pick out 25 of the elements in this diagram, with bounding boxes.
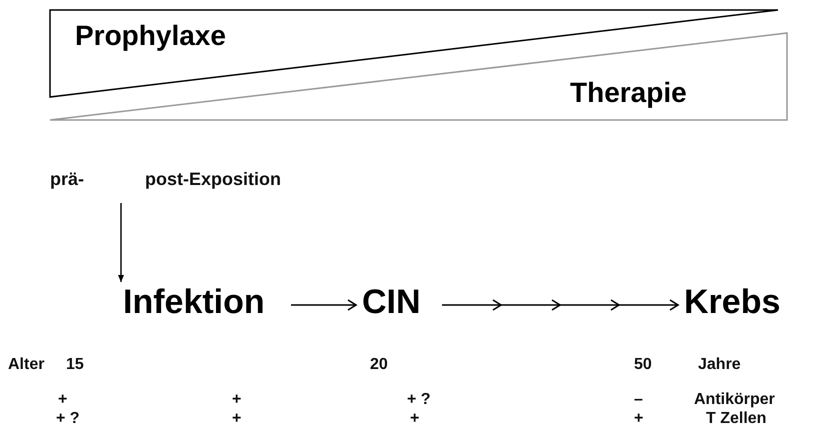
table-value: + bbox=[58, 392, 68, 408]
table-value: + bbox=[232, 392, 242, 408]
arrow bbox=[442, 299, 680, 311]
stage-label: Krebs bbox=[684, 283, 780, 322]
wedge-label: Therapie bbox=[570, 77, 687, 109]
table-value: + ? bbox=[407, 392, 431, 408]
row-heading: Alter bbox=[8, 357, 44, 373]
wedge-label: Prophylaxe bbox=[75, 20, 226, 52]
prefix-label: prä- bbox=[50, 170, 84, 188]
row-label: Antikörper bbox=[694, 392, 775, 408]
stage-label: CIN bbox=[362, 283, 421, 322]
unit-label: Jahre bbox=[698, 357, 741, 373]
table-value: + ? bbox=[56, 411, 80, 427]
row-label: T Zellen bbox=[706, 411, 766, 427]
arrow bbox=[291, 299, 357, 311]
arrow bbox=[118, 203, 124, 282]
age-value: 15 bbox=[66, 357, 84, 373]
table-value: + bbox=[634, 411, 644, 427]
stage-label: Infektion bbox=[123, 283, 265, 322]
table-value: + bbox=[232, 411, 242, 427]
phase-label: post-Exposition bbox=[145, 170, 281, 188]
age-value: 20 bbox=[370, 357, 388, 373]
table-value: – bbox=[634, 392, 643, 408]
age-value: 50 bbox=[634, 357, 652, 373]
table-value: + bbox=[410, 411, 420, 427]
